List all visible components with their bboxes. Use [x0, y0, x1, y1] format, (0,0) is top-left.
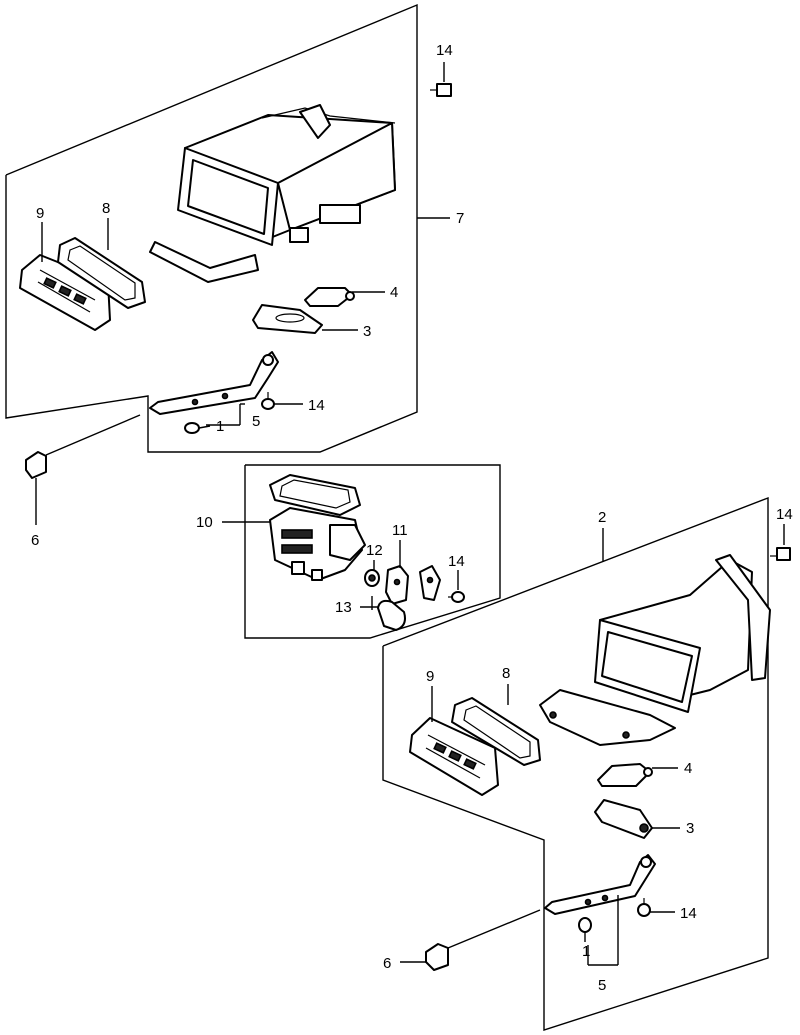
callout-10: 10 [196, 514, 213, 531]
upper-part-3 [252, 304, 323, 334]
lower-screw-14-top [770, 524, 791, 561]
callout-3-upper: 3 [363, 323, 371, 340]
lower-cap-6 [400, 909, 541, 971]
lower-assembly-frame [382, 496, 769, 1031]
callout-11: 11 [392, 522, 408, 539]
middle-part-11 [385, 565, 409, 605]
lower-seal-8 [451, 697, 541, 766]
callout-8-upper: 8 [102, 200, 110, 217]
callout-7: 7 [456, 210, 464, 227]
callout-5-upper: 5 [252, 413, 260, 430]
callout-1-upper: 1 [216, 418, 224, 435]
middle-assembly-frame [244, 464, 501, 639]
left-cap-6 [25, 414, 141, 525]
callout-4-lower: 4 [684, 760, 692, 777]
middle-part-13 [377, 599, 406, 631]
callout-14-middle: 14 [448, 553, 465, 570]
callout-14-lower-top: 14 [776, 506, 793, 523]
callout-4-upper: 4 [390, 284, 398, 301]
upper-seal-8 [57, 237, 146, 309]
callout-12: 12 [366, 542, 383, 559]
upper-grille-9 [19, 254, 111, 331]
lower-leader-lines [431, 528, 680, 966]
callout-6-lower: 6 [383, 955, 391, 972]
upper-screw-14-top [430, 62, 452, 97]
callout-1-lower: 1 [582, 943, 590, 960]
lower-grille-9 [409, 717, 499, 796]
callout-3-lower: 3 [686, 820, 694, 837]
lower-clip-1 [578, 917, 592, 942]
callout-8-lower: 8 [502, 665, 510, 682]
callout-2: 2 [598, 509, 606, 526]
upper-lever-5 [149, 351, 279, 415]
lower-part-4 [597, 763, 653, 787]
upper-screw-14-lower [261, 392, 275, 410]
upper-assembly-frame [5, 3, 418, 453]
callout-14-lower: 14 [680, 905, 697, 922]
callout-5-lower: 5 [598, 977, 606, 994]
middle-vent-assembly-10 [269, 474, 366, 581]
middle-bracket [419, 565, 441, 601]
callout-13: 13 [335, 599, 352, 616]
callout-9-lower: 9 [426, 668, 434, 685]
callout-6-left: 6 [31, 532, 39, 549]
lower-vent-duct [539, 554, 771, 746]
upper-vent-duct [149, 104, 396, 283]
callout-9-upper: 9 [36, 205, 44, 222]
callout-14-upper-lower: 14 [308, 397, 325, 414]
upper-clip-1 [184, 422, 211, 434]
middle-part-12 [364, 569, 380, 587]
middle-screw-14 [448, 570, 465, 603]
upper-leader-lines [41, 217, 450, 426]
callout-14-top: 14 [436, 42, 453, 59]
lower-part-3 [594, 799, 653, 839]
lower-lever-5 [544, 854, 656, 915]
middle-leader-lines [222, 521, 401, 610]
upper-part-4 [304, 287, 355, 307]
lower-screw-14 [637, 898, 651, 917]
